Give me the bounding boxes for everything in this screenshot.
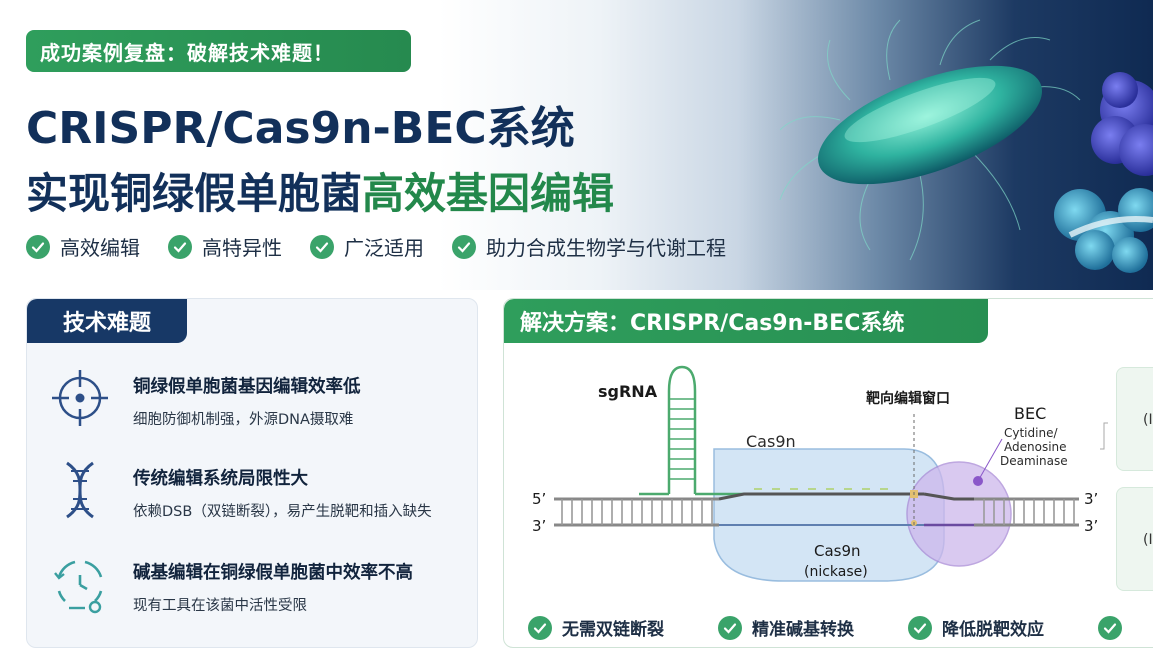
case-review-tag: 成功案例复盘：破解技术难题！ bbox=[26, 30, 411, 72]
check-icon bbox=[26, 234, 50, 259]
benefit-item: 精准碱基转换 bbox=[718, 615, 854, 640]
problem-item: 铜绿假单胞菌基因编辑效率低 细胞防御机制强，外源DNA摄取难 bbox=[49, 367, 469, 429]
check-icon bbox=[718, 615, 742, 640]
benefit-item: 无需双链断裂 bbox=[528, 615, 664, 640]
benefit-label: 无需双链断裂 bbox=[562, 620, 664, 640]
problem-desc: 细胞防御机制强，外源DNA摄取难 bbox=[133, 412, 354, 428]
nickase-label: (nickase) bbox=[804, 564, 868, 580]
solution-panel: sgRNA Cas9n 靶向编辑窗口 BEC Cytidine/ Adenosi… bbox=[503, 298, 1153, 648]
dna-duplex bbox=[554, 414, 1079, 529]
problems-panel-header: 技术难题 bbox=[27, 299, 187, 343]
benefit-label: 降低脱靶效应 bbox=[942, 620, 1044, 640]
side-card: (I bbox=[1116, 367, 1153, 471]
strand-5-prime-left: 5’ bbox=[532, 490, 546, 508]
problem-item: 传统编辑系统局限性大 依赖DSB（双链断裂），易产生脱靶和插入缺失 bbox=[49, 459, 469, 521]
feature-item: 高效编辑 bbox=[26, 232, 140, 261]
bec-sub-label-2: Adenosine bbox=[1004, 440, 1067, 454]
cas9n-bottom-label: Cas9n bbox=[814, 542, 861, 560]
page-title-line-2: 实现铜绿假单胞菌高效基因编辑 bbox=[26, 160, 614, 221]
strand-3-prime-right-bottom: 3’ bbox=[1084, 517, 1098, 535]
page-title-line-1: CRISPR/Cas9n-BEC系统 bbox=[26, 103, 575, 154]
side-bracket bbox=[1100, 422, 1108, 450]
feature-list: 高效编辑 高特异性 广泛适用 助力合成生物学与代谢工程 bbox=[26, 232, 726, 261]
side-card-text: (I bbox=[1143, 532, 1153, 548]
cycle-icon bbox=[54, 560, 103, 614]
feature-label: 助力合成生物学与代谢工程 bbox=[486, 236, 726, 260]
bec-sub-label-3: Deaminase bbox=[1000, 454, 1068, 468]
side-card-text: (I bbox=[1143, 412, 1153, 428]
feature-label: 高特异性 bbox=[202, 236, 282, 260]
check-icon bbox=[310, 234, 334, 259]
strand-3-prime-right-top: 3’ bbox=[1084, 490, 1098, 508]
check-icon bbox=[452, 234, 476, 259]
sgrna-hairpin bbox=[639, 365, 924, 496]
benefit-list: 无需双链断裂 精准碱基转换 降低脱靶效应 bbox=[528, 615, 1122, 640]
title-highlight-text: 高效基因编辑 bbox=[362, 169, 615, 218]
benefit-item: 降低脱靶效应 bbox=[908, 615, 1044, 640]
bec-sub-label-1: Cytidine/ bbox=[1004, 426, 1058, 440]
side-card: (I bbox=[1116, 487, 1153, 591]
benefit-label: 精准碱基转换 bbox=[752, 620, 854, 640]
check-icon bbox=[908, 615, 932, 640]
problems-panel: 技术难题 铜绿假单胞菌基因编辑效率低 细胞防御机制强，外源DNA摄取难 传统编辑… bbox=[26, 298, 478, 648]
problem-title: 传统编辑系统局限性大 bbox=[133, 469, 308, 489]
feature-item: 广泛适用 bbox=[310, 232, 424, 261]
cas9n-bec-diagram: sgRNA Cas9n 靶向编辑窗口 BEC Cytidine/ Adenosi… bbox=[532, 365, 1108, 582]
feature-label: 高效编辑 bbox=[60, 236, 140, 260]
bec-label: BEC bbox=[1014, 404, 1046, 423]
cas9n-top-label: Cas9n bbox=[746, 432, 796, 451]
check-icon bbox=[168, 234, 192, 259]
feature-label: 广泛适用 bbox=[344, 236, 424, 260]
bec-pointer-line bbox=[977, 438, 1003, 482]
solution-panel-header: 解决方案：CRISPR/Cas9n-BEC系统 bbox=[504, 299, 988, 343]
check-icon bbox=[1098, 615, 1122, 640]
problem-item: 碱基编辑在铜绿假单胞菌中效率不高 现有工具在该菌中活性受限 bbox=[49, 553, 469, 615]
sgrna-label: sgRNA bbox=[598, 382, 658, 401]
problem-title: 铜绿假单胞菌基因编辑效率低 bbox=[133, 377, 361, 397]
problem-desc: 现有工具在该菌中活性受限 bbox=[133, 598, 307, 614]
feature-item: 助力合成生物学与代谢工程 bbox=[452, 232, 726, 261]
dna-icon bbox=[66, 461, 94, 519]
check-icon bbox=[528, 615, 552, 640]
problem-title: 碱基编辑在铜绿假单胞菌中效率不高 bbox=[133, 563, 413, 583]
editing-window-label: 靶向编辑窗口 bbox=[866, 390, 950, 407]
bacterium-illustration bbox=[779, 19, 1153, 273]
strand-3-prime-left: 3’ bbox=[532, 517, 546, 535]
target-icon bbox=[52, 370, 108, 426]
feature-item: 高特异性 bbox=[168, 232, 282, 261]
bec-deaminase-shape bbox=[906, 461, 1012, 567]
problem-desc: 依赖DSB（双链断裂），易产生脱靶和插入缺失 bbox=[133, 504, 432, 520]
title-main-text: 实现铜绿假单胞菌 bbox=[26, 169, 363, 218]
